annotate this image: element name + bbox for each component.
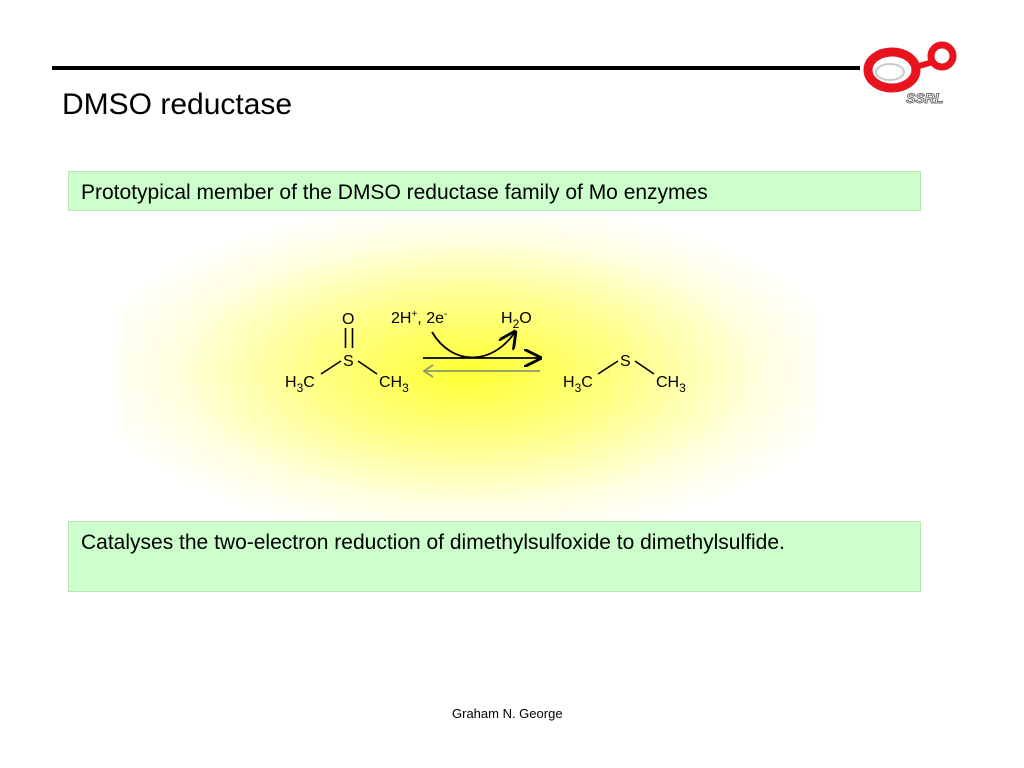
reagent-label: 2H+, 2e- xyxy=(391,309,447,327)
methyl-left: H3C xyxy=(285,374,315,395)
bond-right xyxy=(357,360,378,375)
title-rule xyxy=(52,66,860,70)
summary-box: Prototypical member of the DMSO reductas… xyxy=(68,171,921,211)
dms-bond-right xyxy=(634,360,655,375)
ssrl-logo: SSRL xyxy=(863,41,957,106)
logo-inner-ring xyxy=(875,63,905,81)
methyl-right: CH3 xyxy=(379,374,409,395)
dmso-molecule: O S H3C CH3 xyxy=(285,311,409,395)
scheme-highlight xyxy=(118,216,818,528)
logo-ring-small xyxy=(927,41,957,71)
reverse-arrow-head xyxy=(422,364,434,378)
summary-text: Prototypical member of the DMSO reductas… xyxy=(81,181,708,204)
oxygen-atom: O xyxy=(342,311,354,328)
description-text: Catalyses the two-electron reduction of … xyxy=(81,531,785,554)
slide-title: DMSO reductase xyxy=(62,88,293,121)
description-box: Catalyses the two-electron reduction of … xyxy=(68,521,921,592)
footer-author: Graham N. George xyxy=(452,706,563,721)
logo-text: SSRL xyxy=(906,90,943,106)
dms-methyl-left: H3C xyxy=(563,374,593,395)
dms-methyl-right: CH3 xyxy=(656,374,686,395)
dms-molecule: S H3C CH3 xyxy=(563,353,686,395)
dms-sulfur-atom: S xyxy=(620,353,631,370)
dms-bond-left xyxy=(597,360,619,375)
sulfur-atom: S xyxy=(343,353,354,370)
bond-left xyxy=(320,360,342,375)
water-label: H2O xyxy=(501,310,532,331)
curved-arrow xyxy=(431,332,515,359)
logo-connector xyxy=(911,59,934,71)
logo-ring-large xyxy=(863,47,921,93)
